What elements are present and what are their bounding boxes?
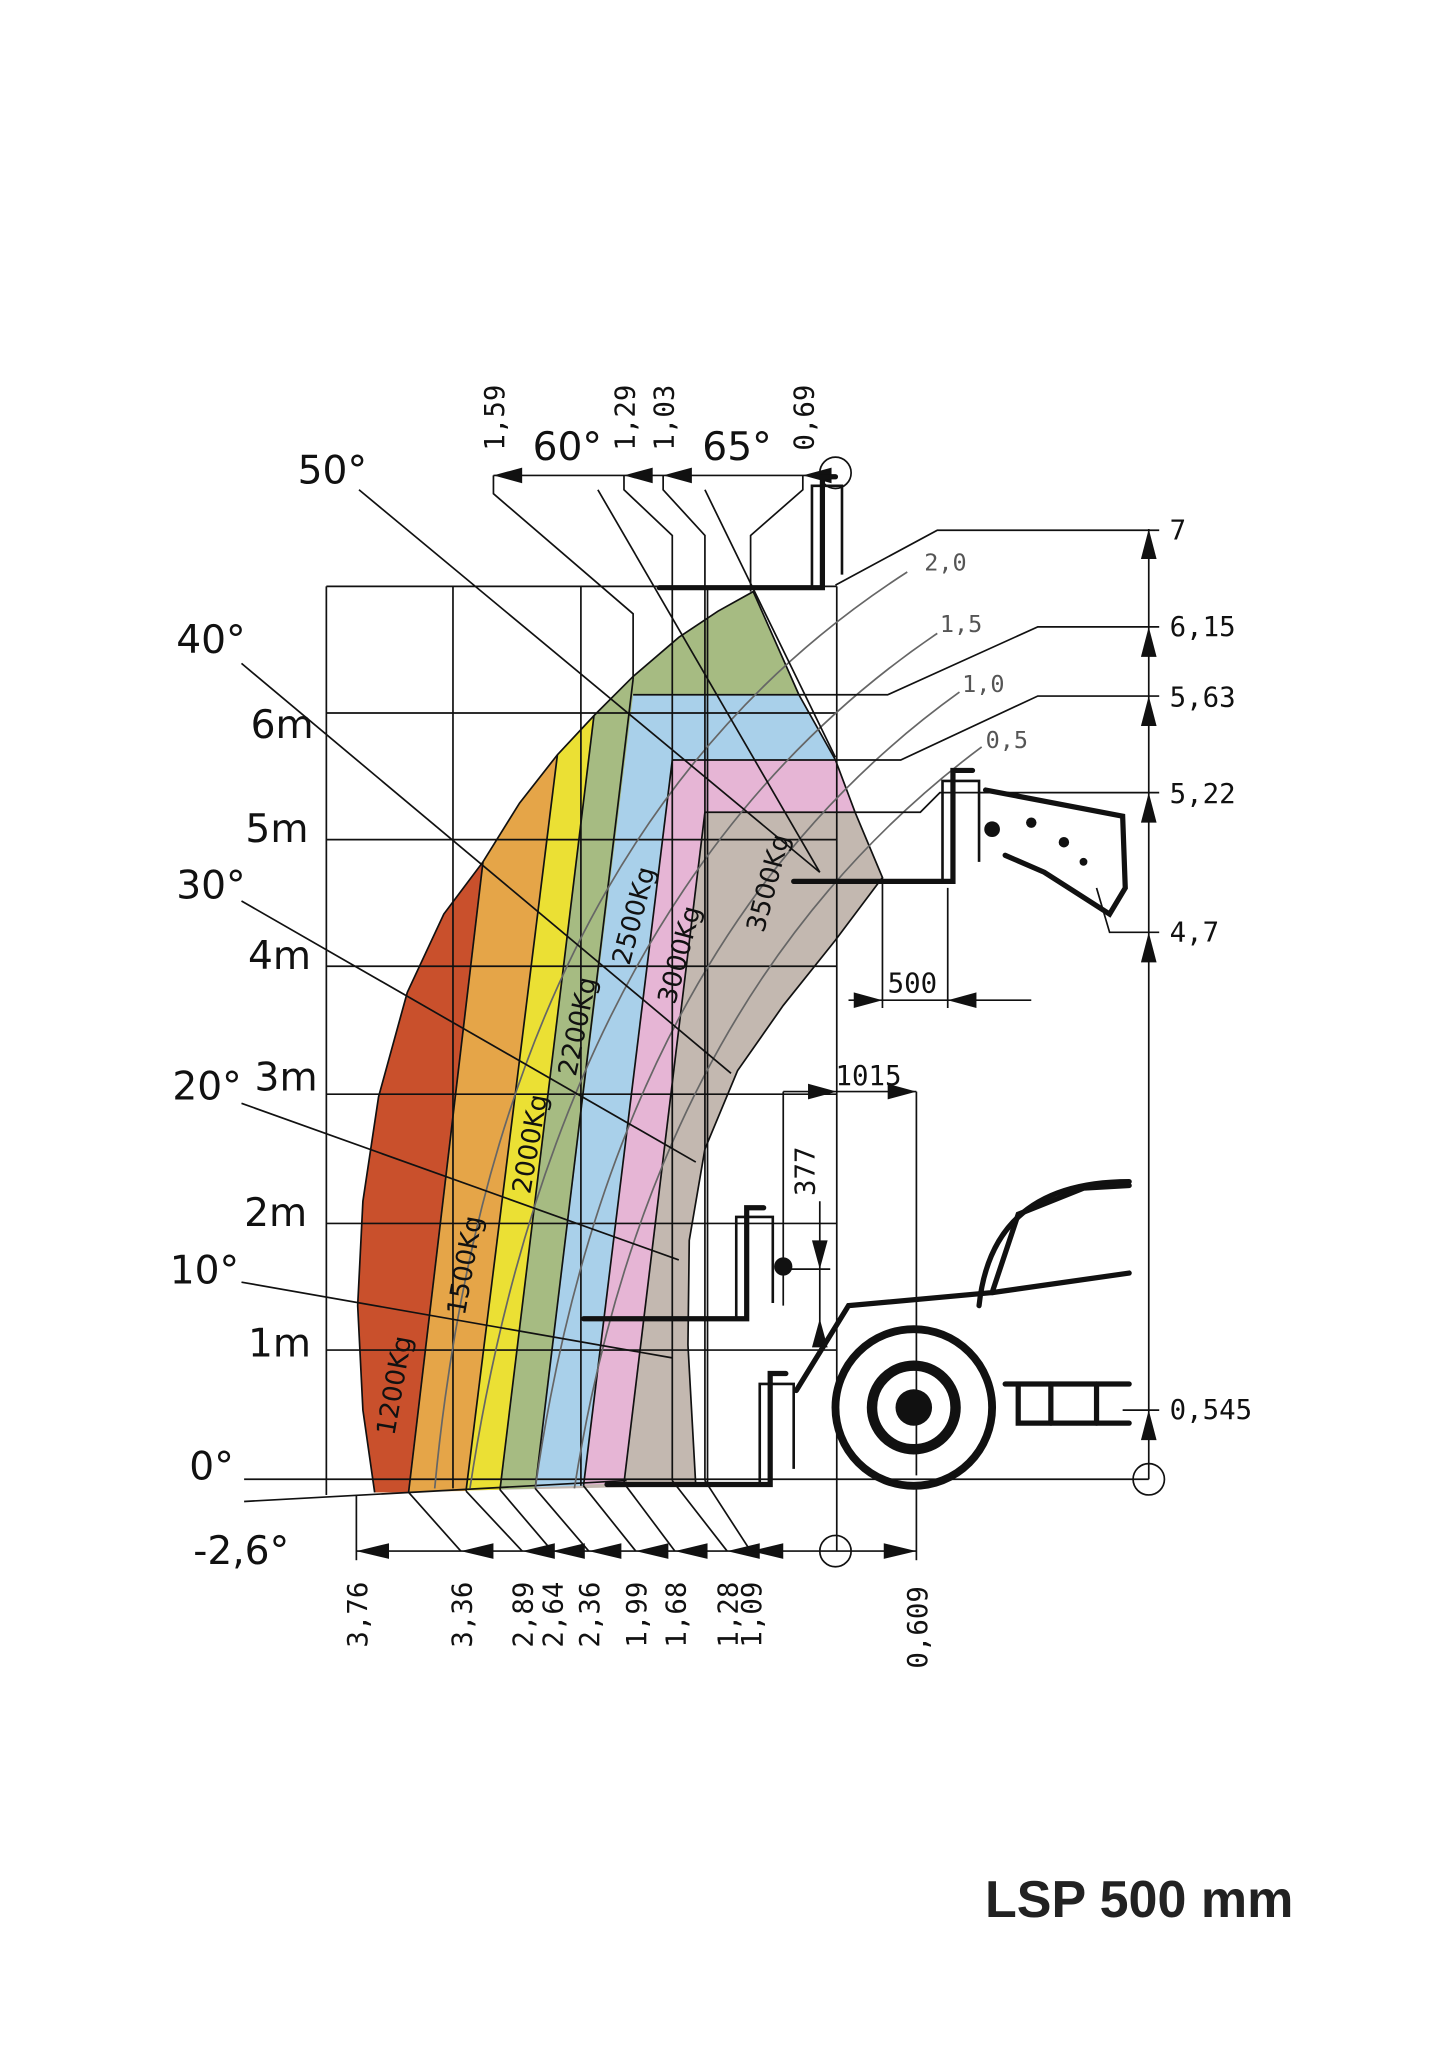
arc-label: 1,5 [940,610,982,638]
arc-label: 1,0 [962,670,1004,698]
bottom-dim: 0,609 [903,1586,934,1668]
arc-label: 2,0 [924,549,966,577]
angle-label-neg: -2,6° [193,1529,289,1574]
right-dimensions: 7 6,15 5,63 5,22 4,7 0,545 [798,515,1253,1496]
bottom-dim: 1,68 [661,1582,692,1648]
height-label: 4m [248,934,311,979]
height-label: 1m [248,1322,311,1367]
right-dim: 7 [1170,515,1187,546]
top-dim: 1,03 [650,385,681,451]
angle-label-30: 30° [176,863,245,908]
angle-labels: 50° 40° 30° 20° 10° 0° -2,6° 60° 65° [170,425,772,1574]
bottom-dim: 1,99 [622,1582,653,1648]
bottom-dim: 1,09 [737,1582,768,1648]
angle-label-10: 10° [170,1248,239,1293]
height-label: 6m [251,703,314,748]
top-dimensions: 1,59 1,29 1,03 0,69 [480,385,852,1481]
angle-label-60: 60° [533,425,602,470]
angle-label-20: 20° [172,1064,241,1109]
dim-1015: 1015 [835,1061,901,1092]
forks [580,474,981,1488]
angle-label-65: 65° [702,425,771,470]
height-label: 3m [255,1055,318,1100]
top-dim: 1,59 [480,385,511,451]
bottom-dim: 3,76 [343,1582,374,1648]
telehandler-machine-icon [793,787,1132,1490]
other-dimensions: 500 1015 377 [782,877,1032,1476]
dim-377: 377 [791,1147,822,1197]
height-labels: 6m 5m 4m 3m 2m 1m [244,703,318,1367]
bottom-dimensions: 3,76 3,36 2,89 2,64 2,36 1,99 1,68 1,28 … [343,1480,934,1669]
arc-label: 0,5 [986,726,1028,754]
top-dim: 0,69 [789,385,820,451]
load-center-arcs: 2,0 1,5 1,0 0,5 [433,549,1028,1489]
angle-label-40: 40° [176,618,245,663]
chart-title: LSP 500 mm [985,1871,1294,1929]
bottom-dim: 2,64 [539,1582,570,1648]
bottom-dim: 2,89 [509,1582,540,1648]
angle-label-50: 50° [298,448,367,493]
zone-1200kg [357,861,483,1493]
angle-lines [240,489,837,1359]
height-label: 2m [244,1191,307,1236]
angle-label-0: 0° [189,1444,233,1489]
top-dim: 1,29 [610,385,641,451]
right-dim: 6,15 [1170,612,1236,643]
bottom-dim: 1,28 [714,1582,745,1648]
dim-500: 500 [888,968,938,999]
height-label: 5m [245,807,308,852]
right-dim: 5,63 [1170,682,1236,713]
right-dim: 5,22 [1170,779,1236,810]
right-dim: 0,545 [1170,1395,1253,1426]
bottom-dim: 3,36 [447,1582,478,1648]
right-dim: 4,7 [1170,917,1220,948]
load-zones [357,591,883,1493]
bottom-dim: 2,36 [575,1582,606,1648]
